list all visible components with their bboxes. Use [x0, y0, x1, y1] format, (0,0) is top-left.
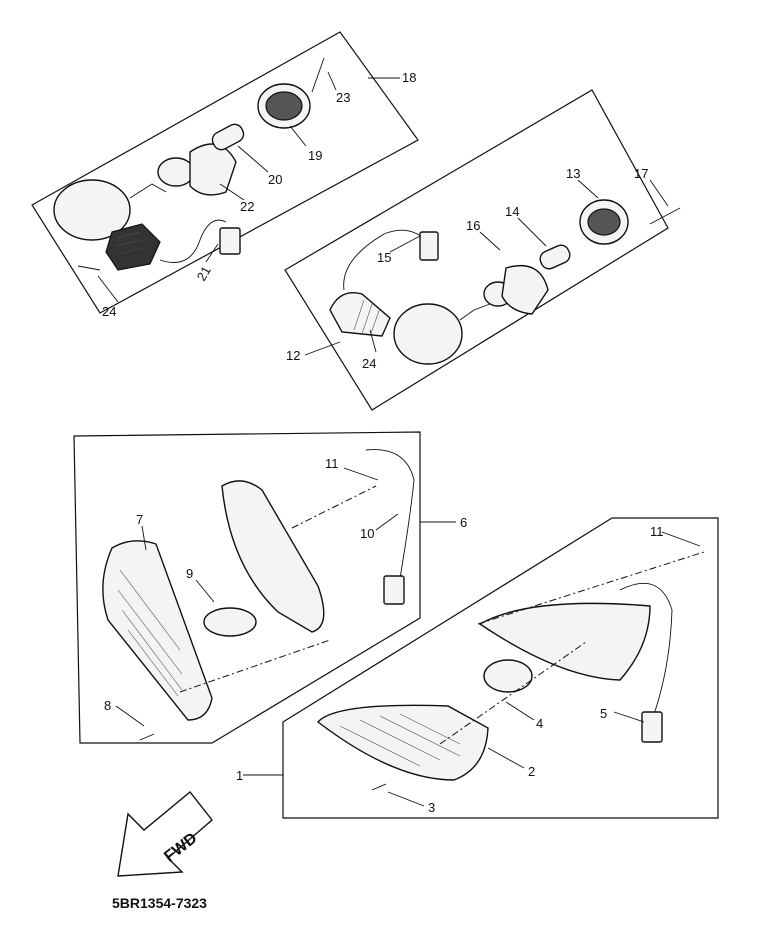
callout-5: 5	[600, 706, 607, 721]
group-frame-1	[282, 517, 719, 819]
callout-2: 2	[528, 764, 535, 779]
callout-15: 15	[377, 250, 391, 265]
catalog-code: 5BR1354-7323	[112, 895, 207, 911]
callout-19: 19	[308, 148, 322, 163]
group-frame-6	[73, 431, 421, 744]
callout-16: 16	[466, 218, 480, 233]
turn-signal-assembly-1	[316, 551, 705, 791]
callout-6: 6	[460, 515, 467, 530]
group-frame-18	[31, 31, 419, 314]
group-frame-12	[284, 89, 669, 411]
callout-9: 9	[186, 566, 193, 581]
callout-14: 14	[505, 204, 519, 219]
callout-24b: 24	[362, 356, 376, 371]
callout-3: 3	[428, 800, 435, 815]
callout-11b: 11	[650, 524, 664, 539]
turn-signal-assembly-12	[329, 199, 681, 365]
callout-1: 1	[236, 768, 243, 783]
callout-10: 10	[360, 526, 374, 541]
leader-lines	[97, 71, 701, 807]
forward-direction-arrow: FWD	[117, 791, 213, 877]
callout-4: 4	[536, 716, 543, 731]
turn-signal-assembly-18	[53, 57, 325, 271]
callout-20: 20	[268, 172, 282, 187]
callout-12: 12	[286, 348, 300, 363]
callout-13: 13	[566, 166, 580, 181]
callout-21: 21	[194, 263, 214, 283]
callout-11a: 11	[325, 456, 339, 471]
turn-signal-assembly-6	[102, 449, 415, 741]
callout-8: 8	[104, 698, 111, 713]
callout-7: 7	[136, 512, 143, 527]
callout-22: 22	[240, 199, 254, 214]
callout-18: 18	[402, 70, 416, 85]
callout-23: 23	[336, 90, 350, 105]
callout-24a: 24	[102, 304, 116, 319]
callout-17: 17	[634, 166, 648, 181]
callout-labels: 1 2 3 4 5 6 7 8 9 10 11 11 12 13 14 15 1…	[102, 70, 664, 815]
